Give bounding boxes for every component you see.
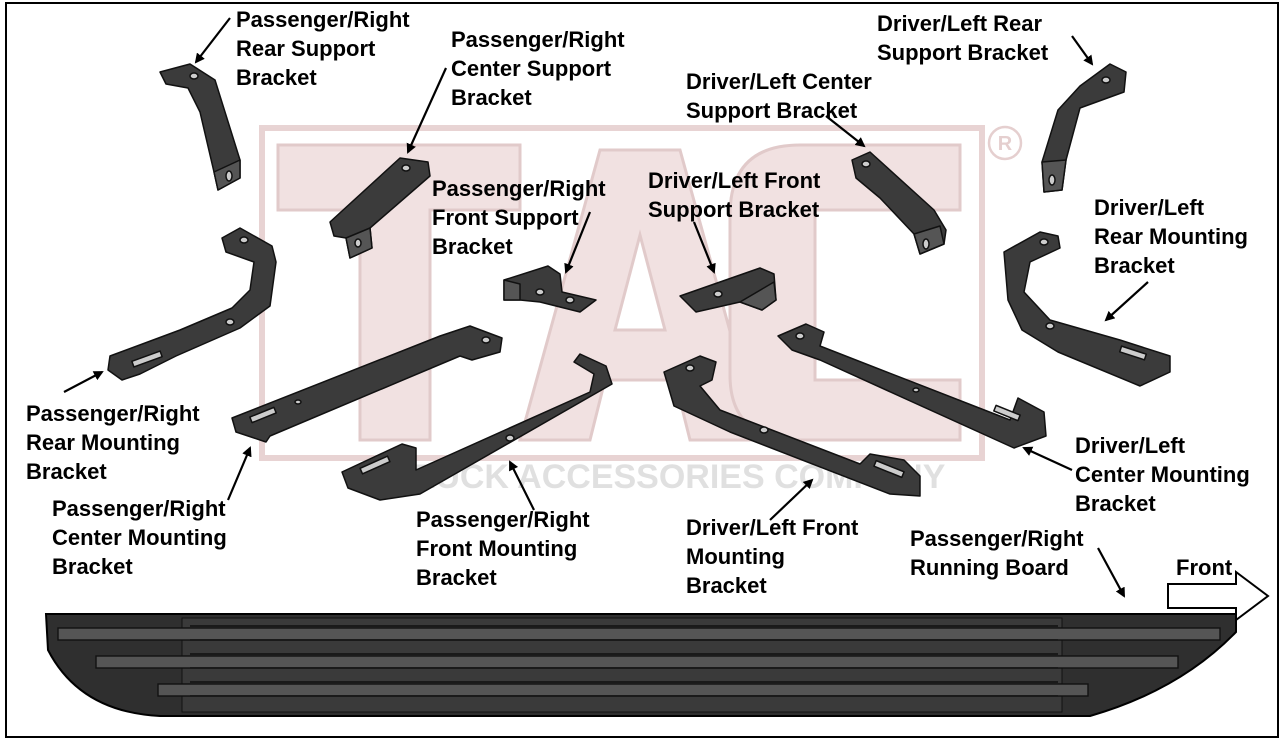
label-dl-front-mounting: Driver/Left Front Mounting Bracket <box>686 515 859 598</box>
pr-front-support-bracket <box>503 265 597 313</box>
pr-rear-support-bracket <box>159 63 241 191</box>
label-pr-running-board: Passenger/Right Running Board <box>910 526 1084 580</box>
pr-rear-mounting-bracket <box>107 227 277 381</box>
label-pr-front-mounting: Passenger/Right Front Mounting Bracket <box>416 507 590 590</box>
leader-arrow <box>226 446 252 501</box>
leader-arrow <box>194 17 231 64</box>
leader-arrow <box>1071 35 1094 66</box>
dl-front-mounting-bracket <box>663 355 921 497</box>
dl-center-mounting-bracket <box>777 323 1047 449</box>
registered-mark-icon: R <box>998 133 1013 155</box>
diagram-frame <box>5 2 1279 738</box>
leader-arrow <box>692 221 716 274</box>
leader-arrow <box>564 211 592 274</box>
pr-running-board <box>44 613 1237 717</box>
leader-arrow <box>825 115 866 148</box>
label-pr-center-mounting: Passenger/Right Center Mounting Bracket <box>52 496 227 579</box>
label-dl-rear-mounting: Driver/Left Rear Mounting Bracket <box>1094 195 1248 278</box>
label-pr-rear-mounting: Passenger/Right Rear Mounting Bracket <box>26 401 200 484</box>
leader-arrow <box>769 478 814 521</box>
label-front: Front <box>1176 555 1233 580</box>
leader-arrow <box>406 67 448 154</box>
label-dl-center-support: Driver/Left Center Support Bracket <box>686 69 872 123</box>
label-pr-center-support: Passenger/Right Center Support Bracket <box>451 27 625 110</box>
dl-center-support-bracket <box>851 151 947 255</box>
dl-rear-mounting-bracket <box>1003 231 1171 387</box>
label-dl-center-mounting: Driver/Left Center Mounting Bracket <box>1075 433 1250 516</box>
pr-center-support-bracket <box>329 157 431 259</box>
label-pr-rear-support: Passenger/Right Rear Support Bracket <box>236 7 410 90</box>
front-direction-arrow-icon <box>1167 570 1270 622</box>
leader-arrow <box>1097 547 1125 598</box>
leader-arrow <box>63 371 104 393</box>
dl-rear-support-bracket <box>1041 63 1127 193</box>
leader-arrow <box>1022 446 1073 471</box>
pr-center-mounting-bracket <box>231 325 503 443</box>
label-dl-rear-support: Driver/Left Rear Support Bracket <box>877 11 1049 65</box>
leader-arrow <box>509 460 535 511</box>
label-pr-front-support: Passenger/Right Front Support Bracket <box>432 176 606 259</box>
label-dl-front-support: Driver/Left Front Support Bracket <box>648 168 821 222</box>
pr-front-mounting-bracket <box>341 353 613 501</box>
dl-front-support-bracket <box>679 267 777 313</box>
leader-arrow <box>1104 281 1149 322</box>
